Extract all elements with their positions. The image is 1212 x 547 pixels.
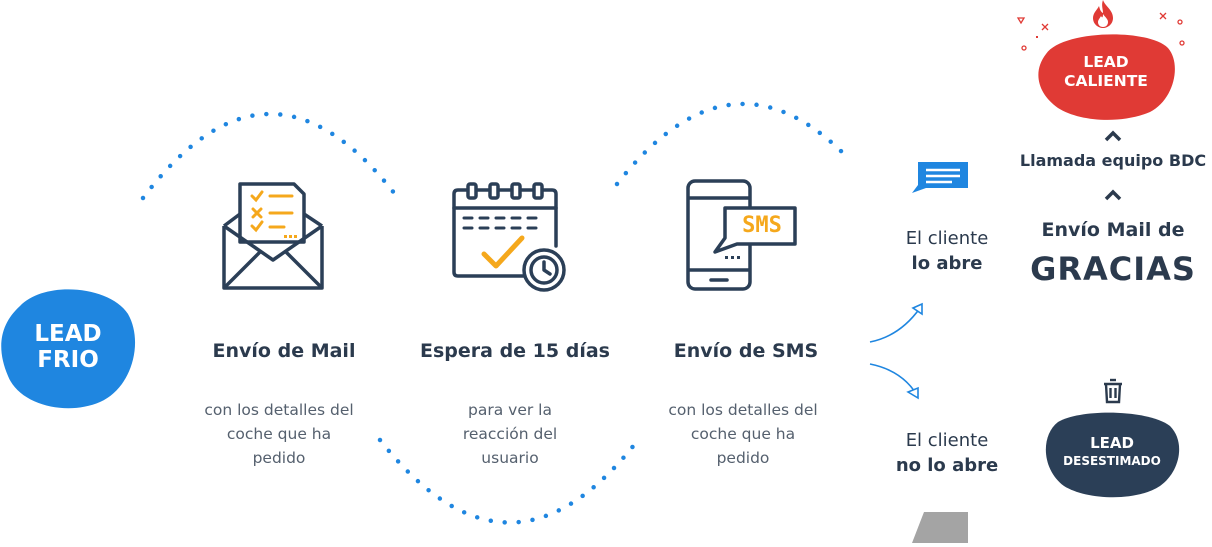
lead-frio-shape bbox=[1, 289, 136, 409]
lead-desestimado-line2: DESESTIMADO bbox=[1063, 453, 1161, 468]
step-desc-espera: para ver la reacción del usuario bbox=[420, 398, 600, 470]
grey-tab bbox=[912, 512, 968, 543]
lead-frio-line2: FRIO bbox=[37, 347, 99, 373]
step-desc-line: reacción del bbox=[462, 425, 558, 443]
dotted-arc-bottom bbox=[377, 437, 641, 525]
step-title-mail: Envío de Mail bbox=[212, 340, 356, 362]
lead-frio-blob: LEAD FRIO bbox=[0, 284, 136, 410]
fire-icon bbox=[1093, 0, 1113, 28]
calendar-clock-icon bbox=[452, 182, 566, 292]
step-desc-line: coche que ha bbox=[690, 425, 796, 443]
sparkles-decoration bbox=[1016, 12, 1185, 51]
client-opens-line2: lo abre bbox=[911, 253, 983, 274]
lead-caliente-line2: CALIENTE bbox=[1064, 72, 1148, 90]
step-desc-line: con los detalles del bbox=[204, 401, 354, 419]
step-desc-mail: con los detalles del coche que ha pedido bbox=[189, 398, 369, 470]
mail-checklist-icon bbox=[222, 182, 324, 290]
step-desc-line: usuario bbox=[481, 449, 539, 467]
phone-sms-icon bbox=[686, 179, 797, 291]
lead-frio-line1: LEAD bbox=[34, 321, 102, 347]
lead-desestimado-blob: LEAD DESESTIMADO bbox=[1044, 410, 1180, 498]
client-not-opens-line1: El cliente bbox=[905, 430, 989, 451]
client-opens-label: El cliente lo abre bbox=[877, 226, 1017, 276]
client-opens-line1: El cliente bbox=[905, 228, 989, 249]
lead-caliente-line1: LEAD bbox=[1083, 53, 1129, 71]
step-desc-line: coche que ha bbox=[226, 425, 332, 443]
arrow-not-opens bbox=[869, 363, 916, 393]
trash-icon bbox=[1104, 378, 1122, 404]
step-title-sms: Envío de SMS bbox=[673, 340, 819, 362]
chevron-up-icon bbox=[1104, 130, 1122, 142]
branch-arrows bbox=[869, 302, 923, 400]
step-desc-line: para ver la bbox=[468, 401, 552, 419]
thanks-mail-line1: Envío Mail de bbox=[1041, 219, 1185, 241]
chevron-up-icon bbox=[1104, 189, 1122, 201]
lead-desestimado-line1: LEAD bbox=[1090, 433, 1134, 452]
dotted-arc-top-left bbox=[140, 111, 401, 201]
lead-caliente-shape bbox=[1038, 34, 1175, 120]
step-desc-line: pedido bbox=[252, 449, 306, 467]
lead-desestimado-shape bbox=[1045, 412, 1180, 498]
step-title-espera: Espera de 15 días bbox=[420, 340, 610, 362]
bdc-call-label: Llamada equipo BDC bbox=[1019, 151, 1207, 170]
step-desc-line: pedido bbox=[716, 449, 770, 467]
step-desc-sms: con los detalles del coche que ha pedido bbox=[653, 398, 833, 470]
client-not-opens-line2: no lo abre bbox=[895, 455, 999, 476]
message-icon bbox=[912, 162, 968, 193]
sms-badge-label: SMS bbox=[742, 213, 782, 238]
lead-caliente-blob: LEAD CALIENTE bbox=[1036, 28, 1176, 120]
client-not-opens-label: El cliente no lo abre bbox=[877, 428, 1017, 478]
dotted-arc-top-right bbox=[614, 101, 848, 187]
arrow-opens bbox=[869, 307, 921, 343]
step-desc-line: con los detalles del bbox=[668, 401, 818, 419]
thanks-mail-line2: GRACIAS bbox=[1030, 250, 1196, 288]
